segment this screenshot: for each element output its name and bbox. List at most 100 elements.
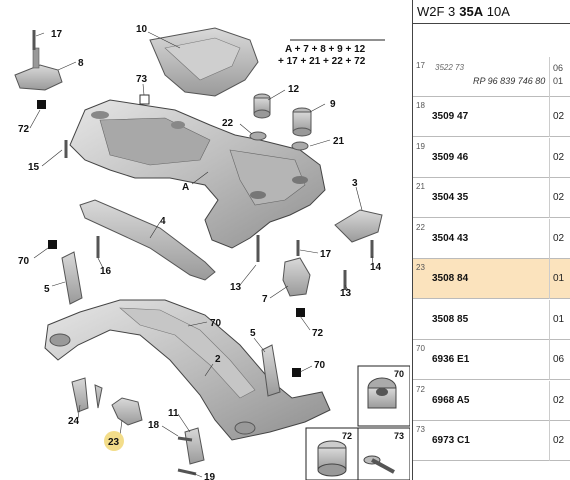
part-bracket-23[interactable] xyxy=(111,397,143,426)
callout-15[interactable]: 15 xyxy=(28,162,40,173)
part-bracket-right[interactable] xyxy=(261,344,281,397)
callout-10[interactable]: 10 xyxy=(136,24,148,35)
callout-2[interactable]: 2 xyxy=(215,354,221,365)
callout-17b[interactable]: 17 xyxy=(320,249,332,260)
callout-13b[interactable]: 13 xyxy=(340,288,352,299)
row-ref: 22 xyxy=(416,222,425,232)
row-separator xyxy=(549,57,550,97)
row-separator xyxy=(549,380,550,421)
row-qty: 02 xyxy=(553,435,565,446)
callout-70b[interactable]: 70 xyxy=(210,318,222,329)
row-qty: 01 xyxy=(553,273,565,284)
row-part-code: 3509 46 xyxy=(432,151,469,163)
part-bracket-24[interactable] xyxy=(71,377,103,413)
callout-22[interactable]: 22 xyxy=(222,118,234,129)
part-crossbar[interactable] xyxy=(79,199,216,281)
row-separator xyxy=(549,340,550,380)
part-bracket-11[interactable] xyxy=(184,427,205,465)
callout-24[interactable]: 24 xyxy=(68,416,80,427)
callout-17[interactable]: 17 xyxy=(51,29,63,40)
bolts xyxy=(32,30,374,476)
row-part-code: 6968 A5 xyxy=(432,394,470,406)
callout-12[interactable]: 12 xyxy=(288,84,300,95)
formula-line-1: A + 7 + 8 + 9 + 12 xyxy=(285,44,366,55)
row-part-code: 3508 84 xyxy=(432,273,469,284)
inset-part-73[interactable] xyxy=(357,427,410,480)
row-ref: 19 xyxy=(416,141,425,151)
callout-70c[interactable]: 70 xyxy=(314,360,326,371)
callout-72b[interactable]: 72 xyxy=(312,328,324,339)
callout-18[interactable]: 18 xyxy=(148,420,160,431)
part-washer-22[interactable] xyxy=(249,131,267,141)
part-bushing-12[interactable] xyxy=(253,93,271,119)
part-rear-crossmember[interactable] xyxy=(44,299,331,441)
part-bushing-9[interactable] xyxy=(292,107,312,137)
callout-70[interactable]: 70 xyxy=(18,256,30,267)
callout-73[interactable]: 73 xyxy=(136,74,148,85)
callout-4[interactable]: 4 xyxy=(160,216,166,227)
callout-73b[interactable]: 73 xyxy=(394,431,404,441)
callout-19[interactable]: 19 xyxy=(204,472,216,480)
title-bold: 35A xyxy=(459,4,484,19)
row-part-code: 6936 E1 xyxy=(432,354,470,365)
callout-21[interactable]: 21 xyxy=(333,136,345,147)
part-bracket-left[interactable] xyxy=(61,251,83,305)
parts-row[interactable]: 19 3509 46 02 xyxy=(413,137,570,178)
row-ref: 73 xyxy=(416,425,425,434)
part-mount-8[interactable] xyxy=(14,47,63,91)
title-suffix: 10A xyxy=(486,4,510,19)
callout-70d[interactable]: 70 xyxy=(394,369,404,379)
callout-72[interactable]: 72 xyxy=(18,124,30,135)
part-mount-7[interactable] xyxy=(282,257,311,297)
row-ref: 23 xyxy=(416,263,425,272)
callout-labels: 17 8 72 15 10 73 12 9 22 21 A 3 4 70 16 … xyxy=(18,24,404,480)
row-subref: 3522 73 xyxy=(435,63,464,72)
callout-7[interactable]: 7 xyxy=(262,294,268,305)
callout-5b[interactable]: 5 xyxy=(250,328,256,339)
parts-row[interactable]: 70 6936 E1 06 xyxy=(413,340,570,380)
row-part-code: 3504 43 xyxy=(432,232,469,244)
callout-13[interactable]: 13 xyxy=(230,282,242,293)
row-separator xyxy=(549,97,550,137)
inset-part-72[interactable] xyxy=(305,427,359,480)
parts-row-17[interactable]: 17 3522 73 RP 96 839 746 80 06 01 xyxy=(413,57,570,97)
callout-23[interactable]: 23 xyxy=(108,437,120,448)
callout-A[interactable]: A xyxy=(182,182,189,193)
callout-14[interactable]: 14 xyxy=(370,262,382,273)
row-separator xyxy=(549,299,550,340)
row-separator xyxy=(549,259,550,299)
parts-row[interactable]: 23 3508 84 01 xyxy=(413,259,570,299)
row-separator xyxy=(549,178,550,218)
part-heat-shield[interactable] xyxy=(149,27,259,97)
formula-line-2: + 17 + 21 + 22 + 72 xyxy=(278,56,366,67)
callout-9[interactable]: 9 xyxy=(330,99,336,110)
part-washer-21[interactable] xyxy=(291,141,309,151)
part-bracket-3[interactable] xyxy=(334,209,383,243)
callout-16[interactable]: 16 xyxy=(100,266,112,277)
callout-11[interactable]: 11 xyxy=(168,408,179,419)
row-separator xyxy=(549,218,550,259)
assembly-formula: A + 7 + 8 + 9 + 12 + 17 + 21 + 22 + 72 xyxy=(278,39,385,67)
callout-72c[interactable]: 72 xyxy=(342,431,352,441)
row-qty: 02 xyxy=(553,111,565,122)
callout-3[interactable]: 3 xyxy=(352,178,358,189)
row-ref: 17 xyxy=(416,61,425,70)
callout-5[interactable]: 5 xyxy=(44,284,50,295)
row-ref: 70 xyxy=(416,344,425,353)
inset-part-70[interactable] xyxy=(357,365,410,427)
row-qty: 02 xyxy=(553,151,565,163)
callout-8[interactable]: 8 xyxy=(78,58,84,69)
parts-row[interactable]: 22 3504 43 02 xyxy=(413,218,570,259)
row-qty: 06 xyxy=(553,354,565,365)
part-subframe[interactable] xyxy=(69,99,326,249)
row-qty: 02 xyxy=(553,232,565,244)
row-qty-2: 01 xyxy=(553,76,564,86)
row-ref: 72 xyxy=(416,384,425,394)
row-qty: 01 xyxy=(553,313,565,325)
